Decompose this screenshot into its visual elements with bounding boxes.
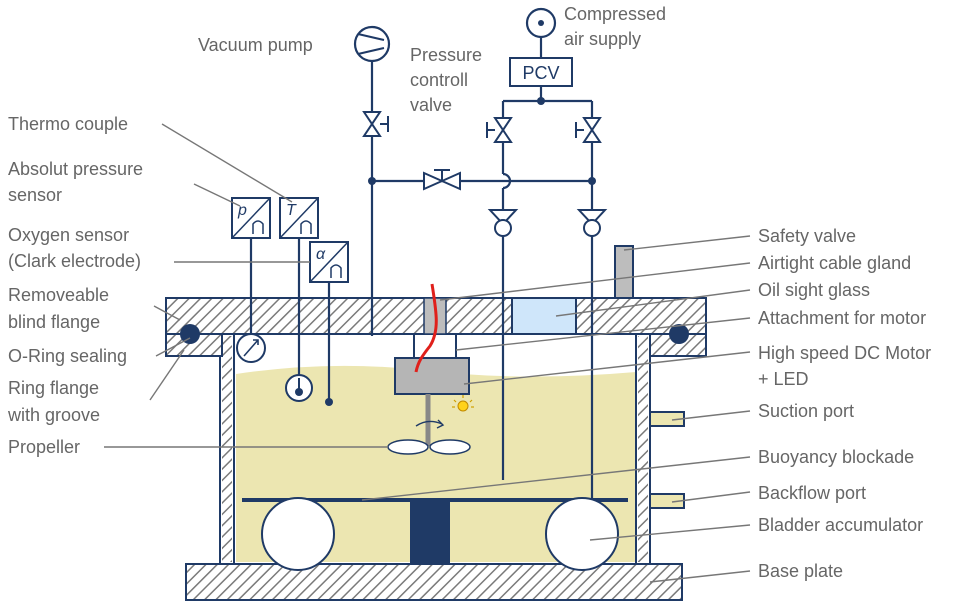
label-motor-2: + LED (758, 369, 809, 389)
rotation-arrow-icon (415, 420, 443, 427)
sensor-t-symbol: T (286, 202, 297, 219)
label-compressed-2: air supply (564, 29, 641, 49)
leader-pressure-sensor (193, 183, 241, 207)
cable (414, 283, 438, 373)
pcv-label: PCV (522, 63, 559, 83)
led-icon (457, 400, 469, 412)
label-abs-pressure-2: sensor (8, 185, 62, 205)
label-compressed-1: Compressed (564, 4, 666, 24)
propeller-blade-right (429, 439, 471, 455)
leader-flange (153, 305, 181, 321)
sensor-alpha-symbol: α (316, 246, 326, 263)
label-base: Base plate (758, 561, 843, 581)
label-suction: Suction port (758, 401, 854, 421)
label-pressure-2: controll (410, 70, 468, 90)
label-backflow: Backflow port (758, 483, 866, 503)
leader-backflow (671, 491, 751, 503)
leader-buoyancy (361, 456, 751, 501)
center-post (410, 500, 450, 564)
bladder-right (545, 497, 619, 571)
bladder-left (261, 497, 335, 571)
leader-suction (671, 410, 751, 421)
leader-base (649, 570, 751, 583)
vessel-wall-right-hatch (638, 336, 648, 562)
o-ring-right (669, 324, 689, 344)
vacuum-valve-icon (362, 111, 382, 137)
label-bladder: Bladder accumulator (758, 515, 923, 535)
base-plate (185, 563, 683, 601)
label-oring: O-Ring sealing (8, 346, 127, 366)
label-flange-1: Removeable (8, 285, 109, 305)
label-ring-flange-1: Ring flange (8, 378, 99, 398)
leader-ring-flange (149, 349, 185, 401)
leader-gland (439, 262, 751, 301)
label-propeller: Propeller (8, 437, 80, 457)
leader-thermo (161, 123, 293, 203)
safety-valve (614, 245, 634, 299)
label-motor-1: High speed DC Motor (758, 343, 931, 363)
dc-motor (394, 357, 470, 395)
check-valve-right-icon (576, 209, 608, 226)
leader-motor (463, 351, 751, 385)
label-pressure-1: Pressure (410, 45, 482, 65)
sensor-p-symbol: p (237, 202, 247, 219)
check-valve-left-icon (487, 209, 519, 226)
oil-sight-glass (511, 297, 577, 335)
liquid (236, 365, 636, 562)
leader-attachment (455, 317, 751, 351)
vessel-wall-left-hatch (222, 336, 232, 562)
pressure-valve-right-icon (582, 117, 602, 143)
label-pressure-3: valve (410, 95, 452, 115)
label-safety: Safety valve (758, 226, 856, 246)
leader-sight-glass (555, 289, 751, 317)
label-vacuum-pump: Vacuum pump (198, 35, 313, 55)
leader-oring (155, 337, 191, 357)
propeller-blade-left (387, 439, 429, 455)
vacuum-pump-icon (353, 25, 391, 63)
label-sight-glass: Oil sight glass (758, 280, 870, 300)
label-attachment: Attachment for motor (758, 308, 926, 328)
label-thermo: Thermo couple (8, 114, 128, 134)
label-gland: Airtight cable gland (758, 253, 911, 273)
label-oxygen-1: Oxygen sensor (8, 225, 129, 245)
leader-bladder (589, 524, 751, 541)
label-oxygen-2: (Clark electrode) (8, 251, 141, 271)
label-abs-pressure-1: Absolut pressure (8, 159, 143, 179)
pressure-valve-left-icon (493, 117, 513, 143)
label-buoyancy: Buoyancy blockade (758, 447, 914, 467)
o-ring-left (180, 324, 200, 344)
leader-safety (623, 235, 751, 251)
label-ring-flange-2: with groove (7, 405, 100, 425)
label-flange-2: blind flange (8, 312, 100, 332)
